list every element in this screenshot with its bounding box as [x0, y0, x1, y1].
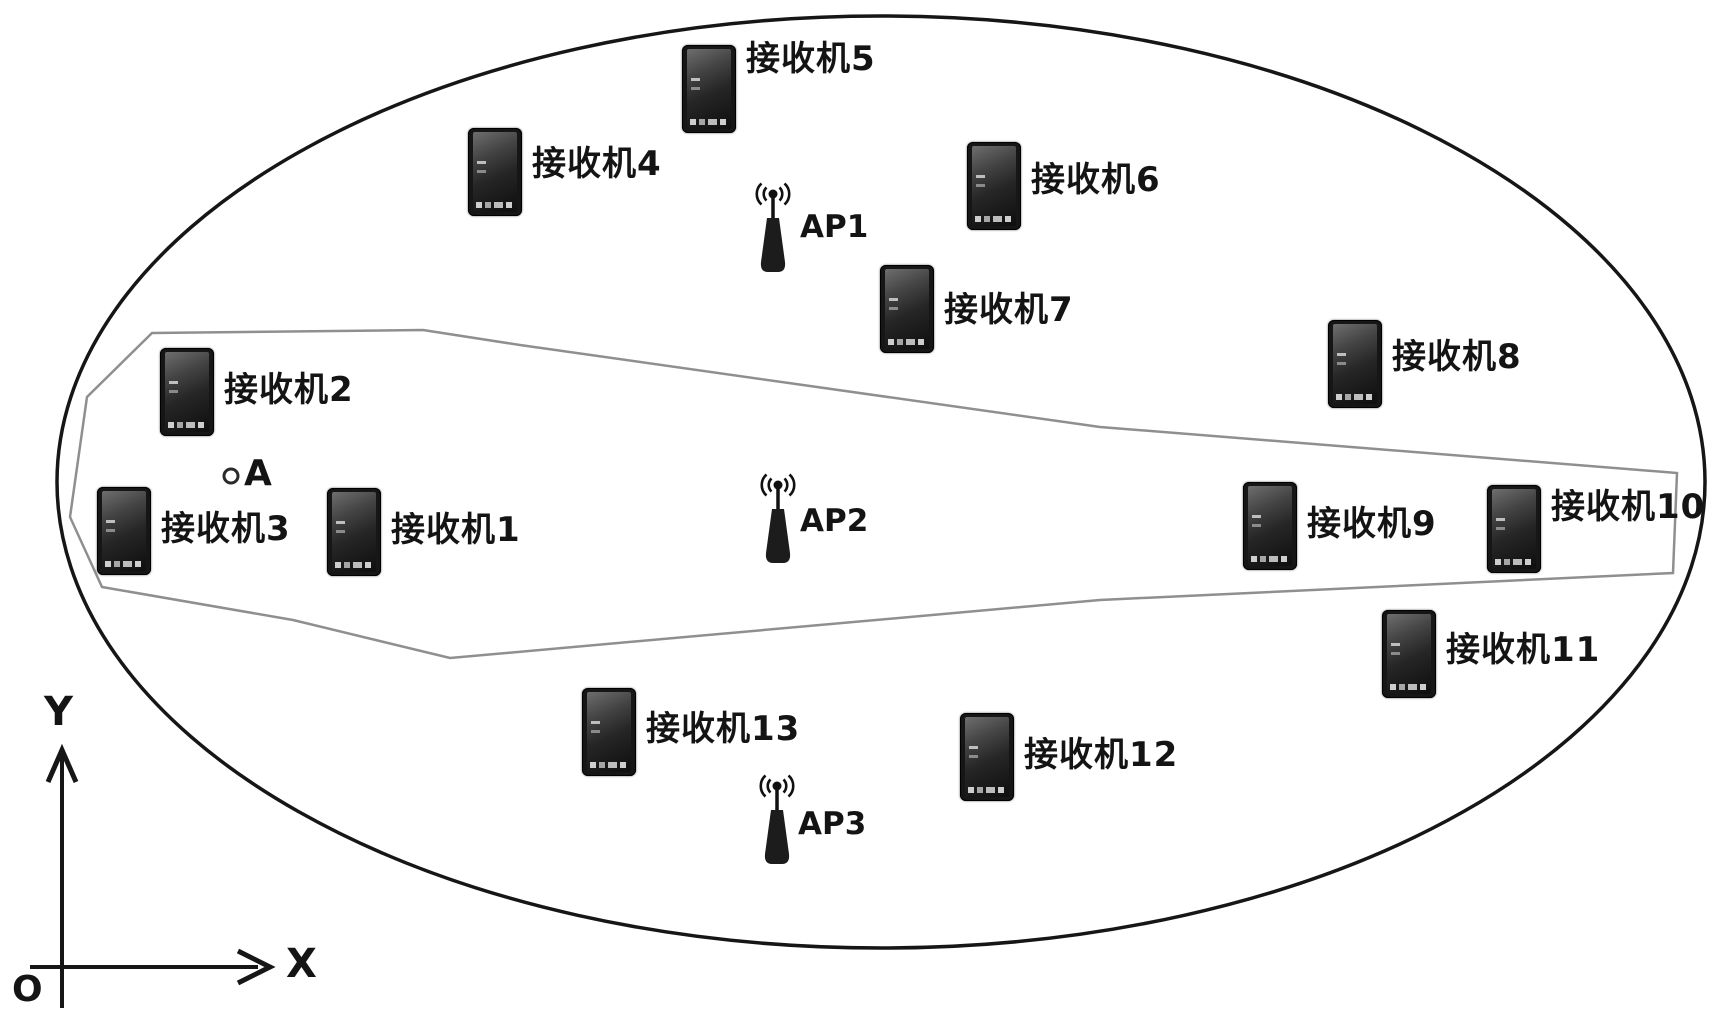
phone-screen	[885, 269, 929, 349]
receiver-12: 接收机12	[960, 713, 1177, 801]
receiver-phone-icon	[1243, 482, 1297, 570]
receiver-3: 接收机3	[97, 487, 290, 575]
receiver-label: 接收机7	[944, 290, 1074, 330]
ap-label: AP3	[798, 806, 867, 842]
receiver-label: 接收机10	[1551, 487, 1706, 527]
phone-screen	[965, 717, 1009, 797]
origin-label: O	[12, 969, 43, 1010]
receiver-label: 接收机11	[1446, 630, 1601, 670]
receiver-phone-icon	[880, 265, 934, 353]
receiver-label: 接收机6	[1031, 160, 1161, 200]
receiver-phone-icon	[468, 128, 522, 216]
receiver-phone-icon	[327, 488, 381, 576]
receiver-label: 接收机13	[646, 709, 801, 749]
antenna-icon	[759, 774, 795, 864]
receiver-label: 接收机4	[532, 144, 662, 184]
phone-screen	[102, 491, 146, 571]
receiver-10: 接收机10	[1487, 485, 1704, 573]
receiver-phone-icon	[1328, 320, 1382, 408]
y-axis-label: Y	[44, 689, 73, 735]
phone-screen	[1387, 614, 1431, 694]
receiver-label: 接收机3	[161, 509, 291, 549]
phone-screen	[1492, 489, 1536, 569]
ap-label: AP1	[800, 209, 869, 245]
receiver-8: 接收机8	[1328, 320, 1521, 408]
receiver-5: 接收机5	[682, 42, 875, 133]
phone-screen	[1333, 324, 1377, 404]
receiver-label: 接收机5	[746, 39, 876, 79]
antenna-icon	[760, 473, 796, 563]
ap-label: AP2	[800, 503, 869, 539]
receiver-phone-icon	[160, 348, 214, 436]
receiver-phone-icon	[97, 487, 151, 575]
receiver-2: 接收机2	[160, 348, 353, 436]
receiver-phone-icon	[1487, 485, 1541, 573]
point-a-label: A	[244, 453, 272, 494]
phone-screen	[972, 146, 1016, 226]
receiver-label: 接收机2	[224, 370, 354, 410]
ap-node-2: AP2	[757, 471, 868, 567]
phone-screen	[587, 692, 631, 772]
phone-screen	[687, 49, 731, 129]
receiver-phone-icon	[967, 142, 1021, 230]
receiver-6: 接收机6	[967, 142, 1160, 230]
phone-screen	[165, 352, 209, 432]
receiver-label: 接收机8	[1392, 337, 1522, 377]
phone-screen	[1248, 486, 1292, 566]
x-axis-arrowhead	[236, 948, 276, 986]
x-axis-label: X	[286, 941, 317, 987]
phone-screen	[332, 492, 376, 572]
receiver-1: 接收机1	[327, 488, 520, 576]
receiver-label: 接收机12	[1024, 735, 1179, 775]
ap-node-1: AP1	[752, 180, 868, 276]
receiver-phone-icon	[1382, 610, 1436, 698]
phone-screen	[473, 132, 517, 212]
receiver-phone-icon	[960, 713, 1014, 801]
receiver-11: 接收机11	[1382, 610, 1599, 698]
receiver-4: 接收机4	[468, 128, 661, 216]
receiver-7: 接收机7	[880, 265, 1073, 353]
receiver-phone-icon	[682, 45, 736, 133]
receiver-label: 接收机1	[391, 510, 521, 550]
receiver-13: 接收机13	[582, 688, 799, 776]
y-axis-arrowhead	[45, 743, 79, 784]
ap-node-3: AP3	[756, 772, 866, 868]
receiver-phone-icon	[582, 688, 636, 776]
coverage-sector-outline	[68, 328, 1679, 660]
boundary-ellipse	[55, 14, 1707, 950]
antenna-icon	[755, 182, 791, 272]
receiver-9: 接收机9	[1243, 482, 1436, 570]
receiver-label: 接收机9	[1307, 504, 1437, 544]
point-a-marker	[222, 467, 240, 485]
